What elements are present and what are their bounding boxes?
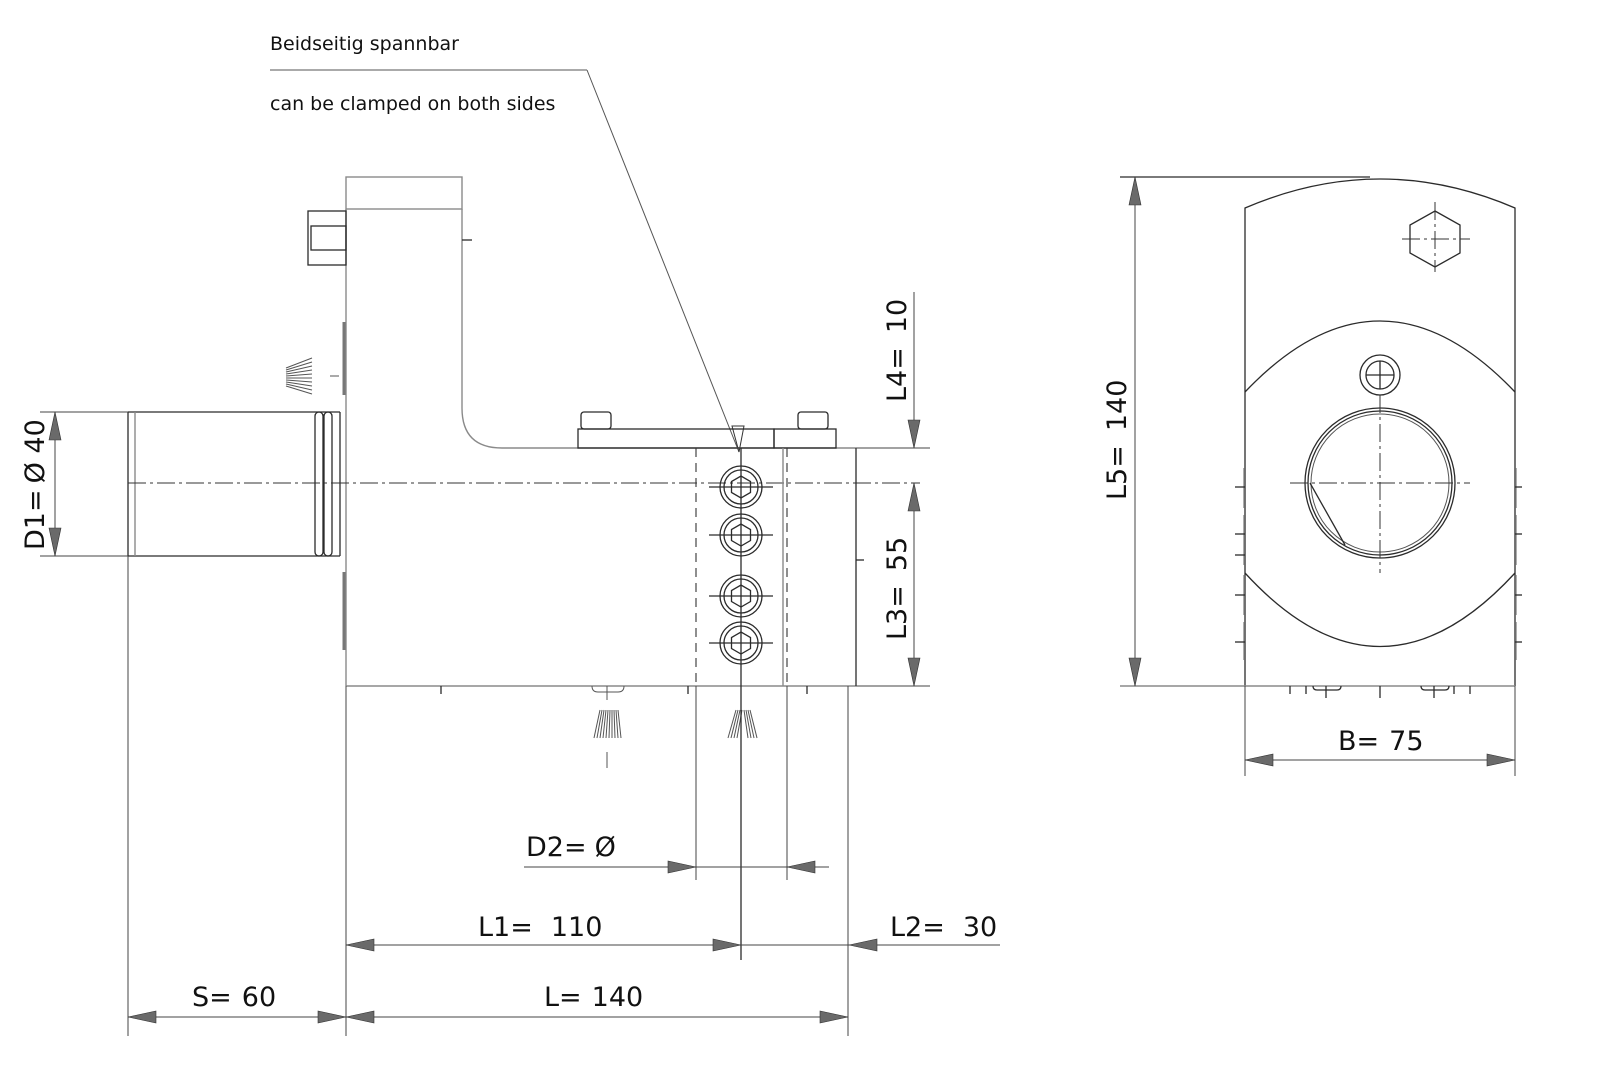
svg-text:L2=30: L2= 30	[890, 912, 997, 943]
body-outline	[345, 209, 856, 686]
bottom-ticks	[1289, 685, 1471, 698]
side-ticks	[1235, 486, 1522, 643]
svg-text:D1=Ø 40: D1= Ø 40	[20, 419, 51, 550]
note-english: can be clamped on both sides	[270, 93, 555, 115]
svg-text:L5=140: L5=140	[1102, 380, 1133, 500]
dim-s: S= 60	[127, 556, 347, 1036]
dim-d1-value: Ø 40	[20, 419, 51, 483]
coolant-spray-icon	[285, 357, 339, 395]
dim-d2-label: D2=	[526, 832, 587, 863]
svg-text:B=75: B= 75	[1338, 726, 1424, 757]
dim-l3-label: L3=	[882, 585, 913, 640]
dim-b-label: B=	[1338, 726, 1379, 757]
svg-text:L3=55: L3=55	[882, 537, 913, 640]
clamp-plate	[577, 411, 837, 449]
dim-l2-label: L2=	[890, 912, 945, 943]
dim-l2-value: 30	[963, 912, 997, 943]
dim-l5: L5=140	[1102, 176, 1142, 687]
dim-l4-value: 10	[882, 299, 913, 333]
bore-flat	[1309, 482, 1346, 546]
dim-l1-label: L1=	[478, 912, 533, 943]
dim-d1: D1= Ø 40	[20, 411, 128, 557]
note-leader-line	[586, 69, 740, 453]
coolant-spray-bottom-icon-2	[727, 709, 758, 739]
svg-text:L=140: L= 140	[544, 982, 643, 1013]
svg-text:L1=110: L1= 110	[478, 912, 602, 943]
coolant-spray-bottom-icon	[591, 685, 625, 768]
svg-text:L4=10: L4=10	[882, 299, 913, 402]
top-cap	[345, 176, 463, 210]
coolant-nut	[307, 210, 347, 266]
shank	[127, 411, 920, 557]
dim-l2: L2= 30	[741, 686, 1000, 1036]
note-german: Beidseitig spannbar	[270, 33, 459, 55]
note-leader-arrow	[731, 425, 745, 453]
dim-l: L= 140	[345, 982, 849, 1024]
dim-l4-label: L4=	[882, 347, 913, 402]
svg-text:D2=Ø: D2= Ø	[526, 832, 616, 863]
dim-l5-value: 140	[1102, 380, 1133, 432]
front-lower-arc	[1244, 572, 1516, 647]
dim-l1: L1= 110	[345, 686, 742, 1036]
dim-l3-value: 55	[882, 537, 913, 571]
dim-l-value: 140	[592, 982, 644, 1013]
svg-text:S=60: S= 60	[192, 982, 276, 1013]
dim-l5-label: L5=	[1102, 445, 1133, 500]
dim-l3: L3=55	[856, 482, 930, 687]
dim-b-value: 75	[1389, 726, 1423, 757]
coolant-nut-inner	[310, 225, 347, 251]
dim-b: B= 75	[1244, 686, 1516, 776]
dim-d2: D2= Ø	[524, 686, 829, 880]
dim-l-label: L=	[544, 982, 582, 1013]
front-view	[1120, 176, 1522, 698]
front-outline	[1244, 178, 1516, 686]
clamp-note: Beidseitig spannbar can be clamped on bo…	[270, 33, 745, 453]
dim-s-label: S=	[192, 982, 232, 1013]
side-view	[127, 176, 920, 960]
dim-l1-value: 110	[551, 912, 603, 943]
dim-s-value: 60	[242, 982, 276, 1013]
dim-d2-value: Ø	[595, 832, 616, 863]
dim-l4: L4=10	[856, 292, 930, 449]
dim-d1-label: D1=	[20, 489, 51, 550]
front-upper-arc	[1244, 320, 1516, 393]
